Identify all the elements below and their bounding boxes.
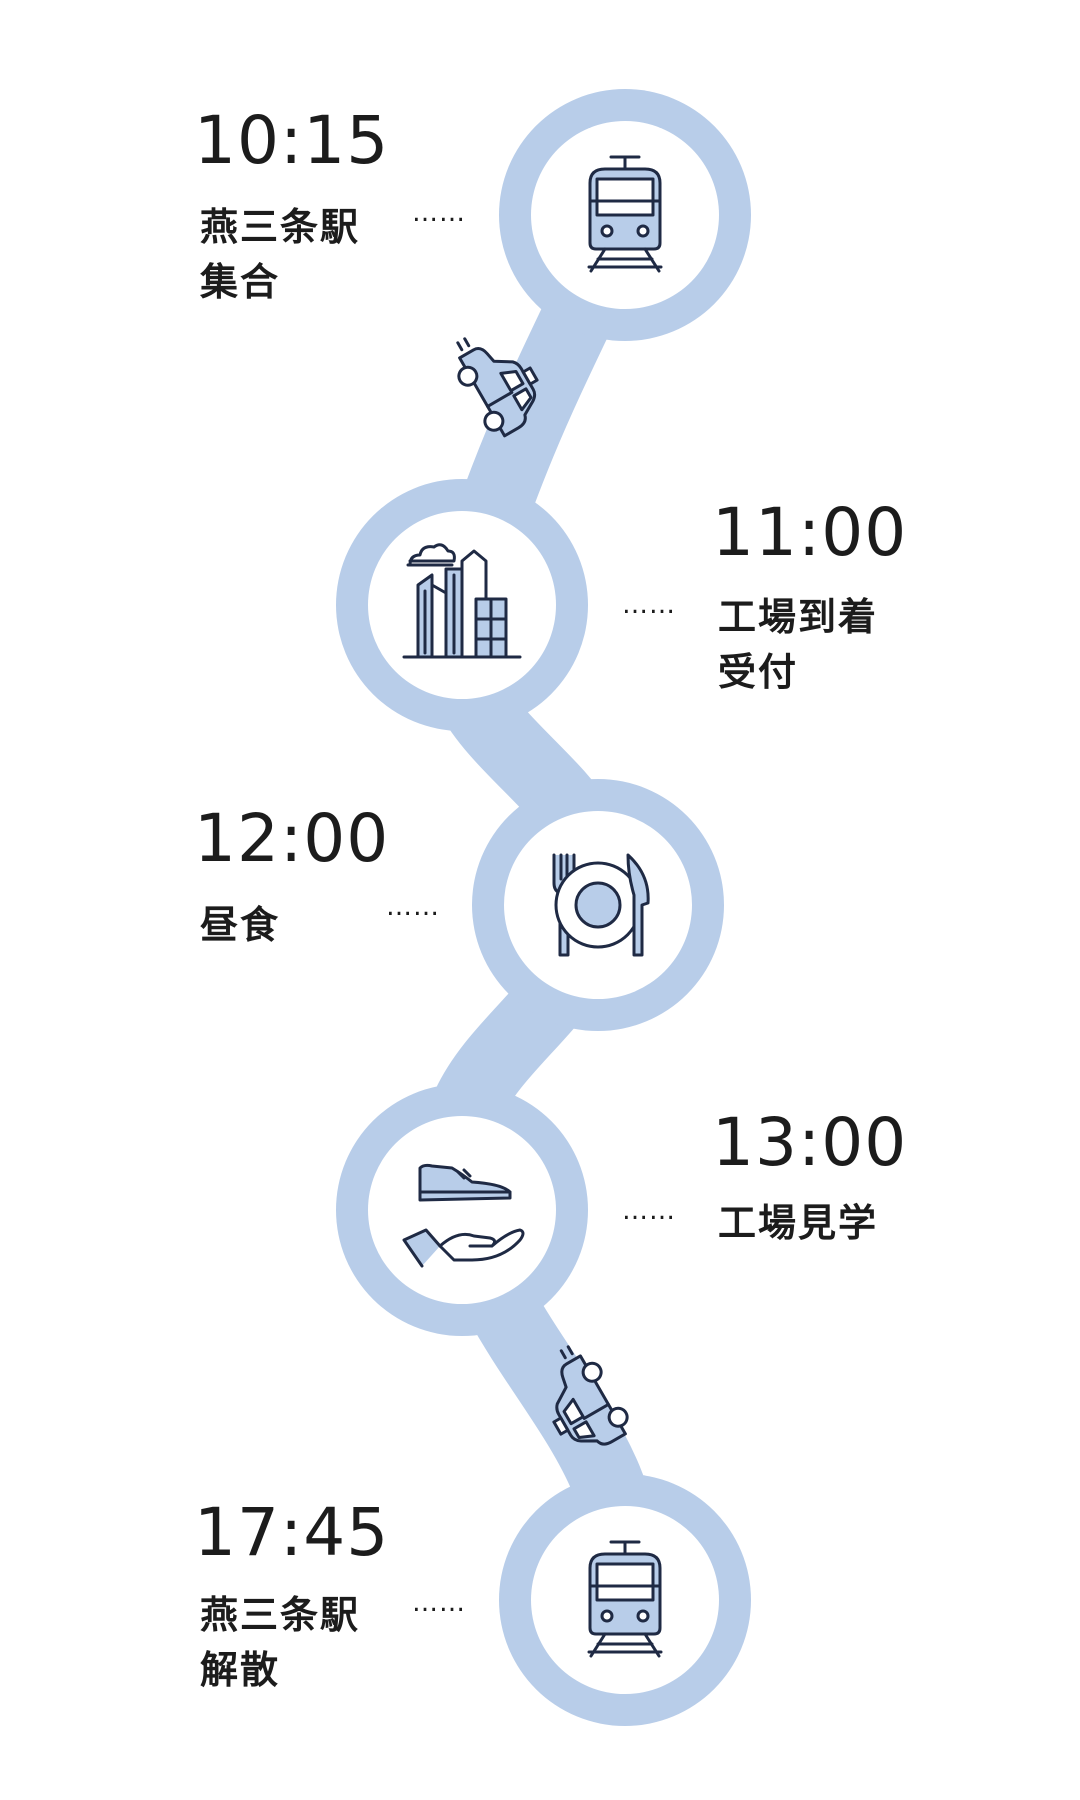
stop-5-label-line-2: 解散: [200, 1648, 281, 1692]
stop-2-leader-dots: ……: [622, 590, 676, 620]
stop-5-leader-dots: ……: [412, 1588, 466, 1618]
train-icon: [587, 1540, 663, 1658]
stop-2-time: 11:00: [712, 494, 908, 571]
stop-circle-4: [368, 1116, 556, 1304]
train-icon: [587, 155, 663, 273]
stop-5-time: 17:45: [194, 1494, 390, 1571]
stop-2-label-line-2: 受付: [718, 650, 799, 694]
stop-4-label-line-1: 工場見学: [718, 1201, 879, 1245]
stop-5-label: 燕三条駅 解散: [200, 1588, 360, 1698]
stop-4-label: 工場見学: [718, 1196, 878, 1251]
stop-4-time: 13:00: [712, 1104, 908, 1181]
stop-3-label: 昼食: [200, 898, 280, 953]
stop-1-time: 10:15: [194, 102, 390, 179]
shoe-on-hand-icon: [402, 1163, 525, 1268]
stop-2-label-line-1: 工場到着: [718, 595, 879, 639]
stop-2-label: 工場到着 受付: [718, 590, 878, 700]
stop-3-leader-dots: ……: [386, 892, 440, 922]
stop-1-leader-dots: ……: [412, 198, 466, 228]
stop-5-label-line-1: 燕三条駅: [200, 1593, 361, 1637]
stop-1-label: 燕三条駅 集合: [200, 200, 360, 310]
factory-buildings-icon: [402, 543, 522, 659]
stop-1-label-line-1: 燕三条駅: [200, 205, 361, 249]
stop-3-time: 12:00: [194, 800, 390, 877]
taxi-icon: [552, 1345, 629, 1446]
taxi-icon: [456, 337, 539, 438]
stop-1-label-line-2: 集合: [200, 260, 281, 304]
fork-plate-knife-icon: [552, 853, 650, 957]
stop-4-leader-dots: ……: [622, 1196, 676, 1226]
stop-3-label-line-1: 昼食: [200, 903, 281, 947]
